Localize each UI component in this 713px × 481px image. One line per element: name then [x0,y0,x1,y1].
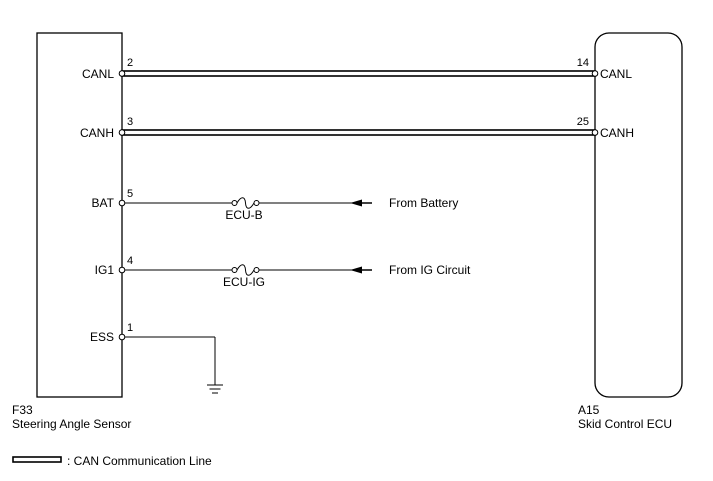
right-pin-canl: 14 [577,57,589,69]
ecu-ig-fuse-icon [231,264,260,276]
canl-can-line [121,70,596,77]
legend-label: : CAN Communication Line [67,454,212,468]
left-pin-canl: 2 [127,57,133,69]
source-label-ig-circuit: From IG Circuit [389,263,471,277]
left-terminal-label-canl: CANL [82,67,114,81]
canh-can-line [121,129,596,136]
bat-wire [122,199,372,207]
terminal-ig1-icon [118,266,126,274]
left-pin-ess: 1 [127,322,133,334]
source-label-battery: From Battery [389,196,458,210]
left-component-code: F33 [12,403,33,417]
right-component-code: A15 [578,403,600,417]
left-terminal-label-bat: BAT [92,196,115,210]
ess-ground-wire [122,336,216,385]
can-line-legend-icon [12,456,62,463]
left-terminal-label-canh: CANH [80,126,114,140]
right-component-name: Skid Control ECU [578,417,672,431]
fuse-label-ecu-b: ECU-B [225,208,262,222]
skid-control-ecu-box [594,32,683,398]
ig1-wire [122,266,372,274]
left-component-name: Steering Angle Sensor [12,417,131,431]
left-pin-ig1: 4 [127,255,133,267]
ground-icon [207,384,223,394]
terminal-canh-right-icon [591,129,599,136]
right-terminal-label-canl: CANL [600,67,632,81]
terminal-canl-left-icon [118,70,126,77]
fuse-label-ecu-ig: ECU-IG [223,275,265,289]
left-pin-bat: 5 [127,188,133,200]
left-terminal-label-ig1: IG1 [95,263,115,277]
left-pin-canh: 3 [127,116,133,128]
right-pin-canh: 25 [577,116,589,128]
left-terminal-label-ess: ESS [90,330,114,344]
terminal-bat-icon [118,199,126,207]
right-terminal-label-canh: CANH [600,126,634,140]
ig1-arrow-icon [350,266,362,274]
ecu-b-fuse-icon [231,197,260,209]
bat-arrow-icon [350,199,362,207]
terminal-canl-right-icon [591,70,599,77]
steering-angle-sensor-box [36,32,123,398]
terminal-canh-left-icon [118,129,126,136]
terminal-ess-icon [118,333,126,341]
